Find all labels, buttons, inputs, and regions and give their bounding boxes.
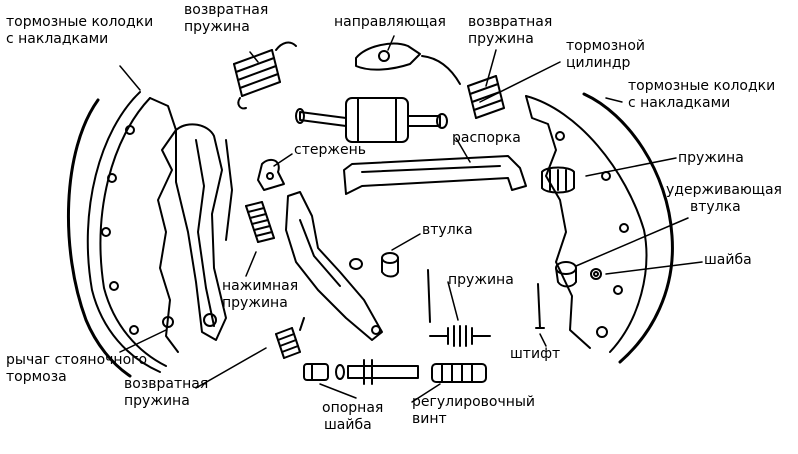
label-adjusting-screw: регулировочный винт [412, 394, 535, 428]
right-small-spring [541, 166, 575, 194]
rod [257, 158, 285, 191]
pin [535, 283, 545, 329]
label-washer: шайба [704, 252, 752, 269]
support-washer [303, 363, 345, 381]
top-return-spring [233, 41, 297, 110]
label-pressure-spring-line1: нажимная [222, 278, 299, 294]
label-return-spring-mid-line2: пружина [468, 31, 534, 47]
label-bushing-text: втулка [422, 222, 473, 238]
bottom-spring [427, 269, 491, 347]
label-return-spring-bottom-line1: возвратная [124, 376, 209, 392]
guide-plate [355, 42, 461, 85]
label-bushing: втулка [422, 222, 473, 239]
label-return-spring-top-line2: пружина [184, 19, 250, 35]
label-return-spring-mid-line1: возвратная [468, 14, 553, 30]
label-support-washer-line1: опорная [322, 400, 384, 416]
label-pressure-spring-line2: пружина [222, 295, 288, 311]
label-rod-text: стержень [294, 142, 366, 158]
label-guide-text: направляющая [334, 14, 446, 30]
washer-right [590, 268, 602, 280]
adjuster-lever [285, 191, 383, 341]
label-rod: стержень [294, 142, 366, 159]
label-pin: штифт [510, 346, 560, 363]
label-parking-lever: рычаг стояночного тормоза [6, 352, 147, 386]
label-brake-shoes-right-line1: тормозные колодки [628, 78, 776, 94]
retaining-sleeve [555, 261, 577, 288]
leader-lines [119, 35, 703, 403]
label-support-washer: опорная шайба [322, 400, 383, 434]
label-pressure-spring: нажимная пружина [222, 278, 298, 312]
label-spring-right: пружина [678, 150, 744, 167]
bottom-return-spring [275, 317, 305, 359]
label-parking-lever-line1: рычаг стояночного [6, 352, 148, 368]
label-return-spring-top-line1: возвратная [184, 2, 269, 18]
label-return-spring-mid: возвратная пружина [468, 14, 552, 48]
label-retaining-sleeve: удерживающая втулка [666, 182, 782, 216]
wheel-cylinder [295, 97, 448, 143]
label-retaining-sleeve-line1: удерживающая [666, 182, 782, 198]
label-spring-bottom-text: пружина [448, 272, 514, 288]
label-wheel-cylinder-line2: цилиндр [566, 55, 631, 71]
label-support-washer-line2: шайба [324, 417, 372, 433]
right-brake-shoe [525, 92, 674, 364]
label-adjusting-screw-line1: регулировочный [412, 394, 536, 410]
label-adjusting-screw-line2: винт [412, 411, 447, 427]
label-brake-shoes-left: тормозные колодки с накладками [6, 14, 153, 48]
pressure-spring [245, 201, 275, 243]
strut [343, 155, 527, 195]
label-brake-shoes-right-line2: с накладками [628, 95, 731, 111]
label-spring-bottom: пружина [448, 272, 514, 289]
label-pin-text: штифт [510, 346, 561, 362]
label-brake-shoes-left-line1: тормозные колодки [6, 14, 154, 30]
middle-return-spring [467, 75, 505, 119]
label-parking-lever-line2: тормоза [6, 369, 67, 385]
label-strut-text: распорка [452, 130, 521, 146]
bushing [349, 252, 399, 278]
parking-brake-lever [175, 123, 233, 341]
label-guide: направляющая [334, 14, 446, 31]
adjusting-screw [347, 359, 487, 385]
label-washer-text: шайба [704, 252, 752, 268]
label-return-spring-top: возвратная пружина [184, 2, 268, 36]
label-strut: распорка [452, 130, 521, 147]
label-return-spring-bottom: возвратная пружина [124, 376, 208, 410]
label-wheel-cylinder-line1: тормозной [566, 38, 645, 54]
label-wheel-cylinder: тормозной цилиндр [566, 38, 645, 72]
label-retaining-sleeve-line2: втулка [690, 199, 741, 215]
label-spring-right-text: пружина [678, 150, 744, 166]
label-brake-shoes-right: тормозные колодки с накладками [628, 78, 775, 112]
left-brake-shoe [66, 91, 179, 378]
label-brake-shoes-left-line2: с накладками [6, 31, 109, 47]
label-return-spring-bottom-line2: пружина [124, 393, 190, 409]
